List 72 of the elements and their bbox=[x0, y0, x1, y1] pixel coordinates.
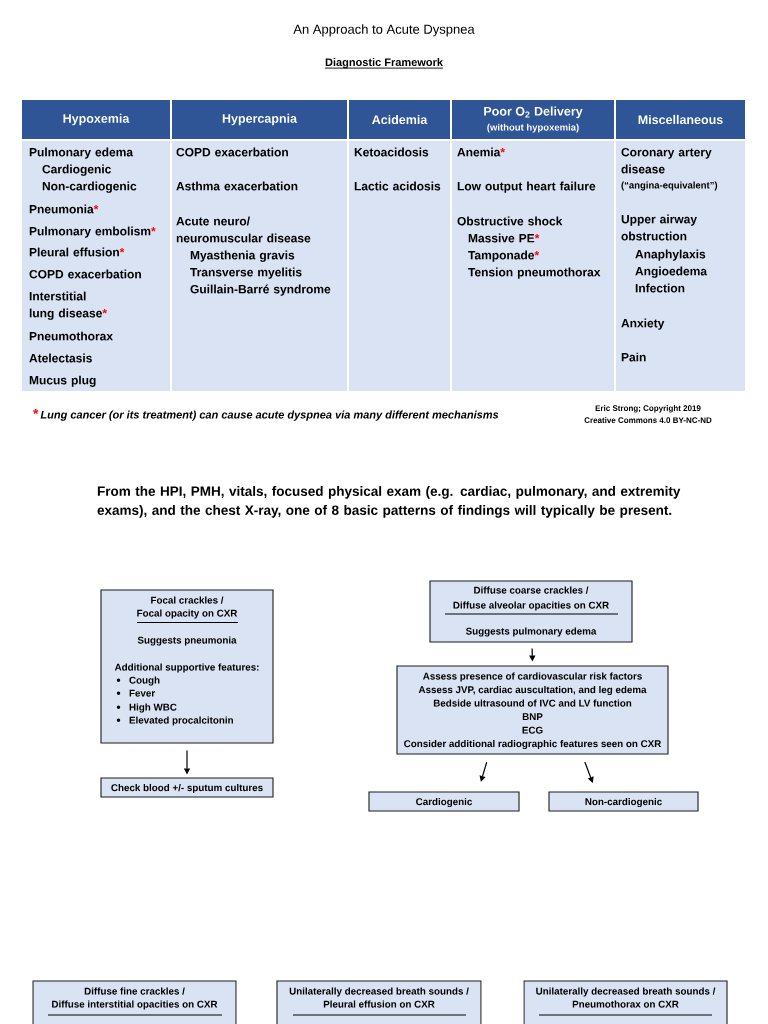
step-box: Check blood +/- sputum cultures bbox=[100, 777, 274, 798]
arrow bbox=[479, 761, 488, 782]
finding-box: Diffuse coarse crackles / Diffuse alveolar opacities on CXR Suggests pulmonary edema bbox=[429, 580, 633, 643]
finding-box: Unilaterally decreased breath sounds / Pneumothorax on CXR bbox=[523, 980, 728, 1024]
node-label: Ketoacidosis bbox=[354, 147, 429, 157]
node-label: Pneumothorax bbox=[29, 331, 113, 341]
table-cell: Pulmonary edema Cardiogenic Non-cardiogenic Pneumonia* Pulmonary embolism* Pleural effusion* COPD exacerbation Interstitial lung disease* Pneumothorax Atelectasis Mucus plug bbox=[22, 141, 170, 391]
node-label: * bbox=[102, 309, 108, 314]
node-label: * bbox=[500, 148, 506, 153]
node-label: Acute neuro/ neuromuscular disease bbox=[176, 216, 311, 243]
node-label: Obstructive shock bbox=[457, 216, 563, 226]
node-label: Massive PE bbox=[468, 233, 535, 243]
node-label: Anemia bbox=[457, 147, 501, 157]
node-label: * bbox=[151, 227, 156, 232]
node-label: Anaphylaxis bbox=[635, 249, 706, 261]
node-label: Acidemia bbox=[372, 114, 428, 125]
table-cell: Ketoacidosis Lactic acidosis bbox=[349, 141, 450, 391]
node-label: Anxiety bbox=[621, 318, 665, 330]
header-cell: Poor O$_{2}$ Delivery (without hypoxemia) bbox=[452, 100, 614, 139]
copyright-note: Eric Strong; Copyright 2019 bbox=[595, 405, 701, 413]
node-label: Non-cardiogenic bbox=[42, 181, 137, 193]
header-cell: Hypoxemia bbox=[22, 100, 170, 139]
node-label: * bbox=[93, 205, 99, 210]
node-label: Pneumonia bbox=[29, 204, 94, 214]
node-label: Interstitial lung disease bbox=[29, 291, 102, 320]
node-label: Transverse myelitis bbox=[190, 267, 302, 279]
finding-box: Unilaterally decreased breath sounds / Pleural effusion on CXR bbox=[276, 980, 482, 1024]
node-label: (without hypoxemia) bbox=[487, 123, 579, 133]
node-label: * bbox=[534, 234, 540, 239]
node-label: (“angina-equivalent”) bbox=[621, 181, 718, 191]
node-label: Atelectasis bbox=[29, 353, 92, 363]
node-label: COPD exacerbation bbox=[29, 269, 141, 279]
header-cell: Acidemia bbox=[349, 100, 450, 139]
table-cell: COPD exacerbation Asthma exacerbation Acute neuro/ neuromuscular disease Myasthenia gravis Transverse myelitis Guillain-Barré syndrome bbox=[172, 141, 347, 391]
title: An Approach to Acute Dyspnea bbox=[293, 24, 475, 37]
node-label: Angioedema bbox=[635, 266, 708, 278]
node-label: Pleural effusion bbox=[29, 247, 119, 257]
node-label: Mucus plug bbox=[29, 375, 96, 387]
license-note: Creative Commons 4.0 BY-NC-ND bbox=[584, 417, 712, 423]
subtitle: Diagnostic Framework bbox=[324, 58, 444, 69]
node-label: Cardiogenic bbox=[42, 164, 111, 176]
node-label: COPD exacerbation bbox=[176, 147, 288, 157]
table-cell: Coronary artery disease (“angina-equivalent”) Upper airway obstruction Anaphylaxis Angioedema Infection Anxiety Pain bbox=[616, 141, 745, 391]
finding-box: Focal crackles / Focal opacity on CXR Suggests pneumonia Additional supportive features: Cough Fever High WBC Elevated procalcitonin bbox=[100, 589, 274, 744]
node-label: Lactic acidosis bbox=[354, 181, 441, 191]
header-cell: Hypercapnia bbox=[172, 100, 347, 139]
node-label: * bbox=[534, 251, 540, 256]
node-label: Pain bbox=[621, 352, 646, 362]
node-label: Pulmonary embolism bbox=[29, 226, 151, 238]
result-box: Cardiogenic bbox=[368, 791, 520, 812]
node-label: Miscellaneous bbox=[638, 114, 723, 125]
result-box: Non-cardiogenic bbox=[548, 791, 699, 812]
node-label: Hypercapnia bbox=[222, 113, 298, 126]
intro-paragraph: From the HPI, PMH, vitals, focused physical exam (e.g. cardiac, pulmonary, and extremity exams), and the chest X-ray, one of 8 basic patterns of findings will typically be present. bbox=[97, 486, 681, 518]
header-cell: Miscellaneous bbox=[616, 100, 745, 139]
node-label: Tamponade bbox=[468, 250, 535, 262]
node-label: Low output heart failure bbox=[457, 181, 596, 193]
node-label: Hypoxemia bbox=[63, 113, 130, 126]
node-label: Tension pneumothorax bbox=[468, 267, 601, 279]
arrow bbox=[584, 761, 594, 783]
finding-box: Diffuse fine crackles / Diffuse interstitial opacities on CXR bbox=[32, 980, 237, 1024]
node-label: Guillain-Barré syndrome bbox=[190, 284, 331, 296]
table-cell: Anemia* Low output heart failure Obstructive shock Massive PE* Tamponade* Tension pneumothorax bbox=[452, 141, 614, 391]
node-label: Myasthenia gravis bbox=[190, 250, 295, 262]
node-label: Coronary artery disease bbox=[621, 147, 712, 174]
node-label: Pulmonary edema bbox=[29, 147, 134, 159]
node-label: Poor O$_{2}$ Delivery bbox=[484, 106, 583, 119]
node-label: Upper airway obstruction bbox=[621, 214, 697, 241]
node-label: * bbox=[119, 248, 125, 253]
node-label: Infection bbox=[635, 283, 685, 293]
node-label: Asthma exacerbation bbox=[176, 181, 298, 191]
step-box: Assess presence of cardiovascular risk factors Assess JVP, cardiac auscultation, and leg edema Bedside ultrasound of IVC and LV function BNP ECG Consider additional radiographic features seen on CXR bbox=[396, 665, 669, 755]
